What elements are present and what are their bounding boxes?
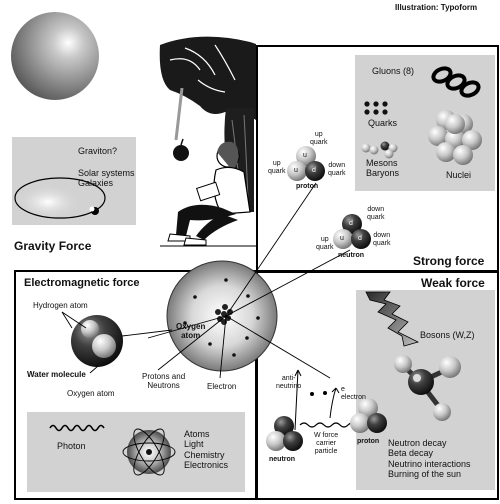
weak-force-title: Weak force bbox=[421, 276, 485, 290]
neutron-decay-icon bbox=[394, 355, 461, 421]
illustration-credit: Illustration: Typoform bbox=[395, 3, 478, 12]
quark-u: u bbox=[294, 167, 298, 174]
strong-proton-label: proton bbox=[296, 183, 319, 190]
quark-dots bbox=[364, 101, 388, 115]
orbit-ellipse bbox=[14, 177, 106, 219]
bosons-label: Bosons (W,Z) bbox=[420, 330, 475, 340]
tree-foliage bbox=[159, 36, 256, 120]
neutron-up-quark-label: up quark bbox=[316, 236, 334, 252]
neutron-down-quark-label: down quark bbox=[367, 206, 385, 222]
anti-neutrino-label: anti- neutrino bbox=[276, 375, 302, 391]
oxygen-atom-small-label: Oxygen atom bbox=[67, 389, 115, 398]
person-body bbox=[213, 166, 251, 215]
apple bbox=[173, 145, 189, 161]
photon-label: Photon bbox=[57, 441, 86, 451]
water-molecule-label: Water molecule bbox=[27, 370, 86, 379]
em-force-title: Electromagnetic force bbox=[24, 277, 140, 289]
quark-d: d bbox=[349, 220, 353, 227]
atom-orbits-icon bbox=[122, 428, 176, 476]
strong-force-title: Strong force bbox=[413, 254, 485, 268]
boson-zigzag-icon bbox=[365, 291, 420, 347]
em-topics-label: Atoms Light Chemistry Electronics bbox=[184, 429, 229, 471]
proton-down-quark-label: down quark bbox=[328, 162, 346, 178]
photon-wave-icon bbox=[49, 424, 105, 432]
planet-sphere bbox=[11, 12, 99, 100]
weak-neutron bbox=[266, 416, 303, 451]
strong-proton bbox=[287, 146, 325, 181]
book bbox=[196, 181, 221, 202]
oxygen-atom-label: Oxygen atom bbox=[176, 322, 206, 341]
strong-neutron-label: neutron bbox=[338, 252, 365, 259]
w-carrier-label: W force carrier particle bbox=[314, 432, 339, 456]
graviton-label: Graviton? bbox=[78, 146, 118, 156]
proton-up-quark-label-2: up quark bbox=[268, 160, 286, 176]
gluons-label: Gluons (8) bbox=[372, 66, 415, 76]
quarks-label: Quarks bbox=[368, 118, 398, 128]
strong-neutron bbox=[333, 214, 371, 249]
electron-small-label: e electron bbox=[341, 386, 366, 402]
connector-lines bbox=[147, 182, 351, 379]
protons-neutrons-label: Protons and Neutrons bbox=[142, 372, 186, 391]
gravity-force-title: Gravity Force bbox=[14, 239, 92, 253]
hadrons-label: Mesons Baryons bbox=[366, 158, 400, 179]
electron-label: Electron bbox=[207, 382, 237, 391]
weak-neutron-label: neutron bbox=[269, 456, 296, 463]
quark-u: u bbox=[340, 235, 344, 242]
hydrogen-atom-label: Hydrogen atom bbox=[33, 301, 88, 310]
gravity-systems-label: Solar systems Galaxies bbox=[78, 168, 135, 189]
weak-force-frame bbox=[255, 270, 499, 500]
person-legs bbox=[176, 204, 236, 236]
quark-u: u bbox=[303, 152, 307, 159]
weak-phenomena-label: Neutron decay Beta decay Neutrino intera… bbox=[388, 438, 471, 480]
weak-proton-label: proton bbox=[357, 438, 380, 445]
quark-d: d bbox=[312, 167, 316, 174]
weak-proton bbox=[350, 398, 387, 433]
proton-up-quark-label: up quark bbox=[310, 131, 328, 147]
hydrogen-atom bbox=[81, 320, 99, 338]
quark-d: d bbox=[358, 235, 362, 242]
neutron-down-quark-label-2: down quark bbox=[373, 232, 391, 248]
nuclei-label: Nuclei bbox=[446, 170, 472, 180]
gluon-chain-icon bbox=[431, 66, 481, 98]
nucleus-cluster bbox=[428, 110, 482, 165]
